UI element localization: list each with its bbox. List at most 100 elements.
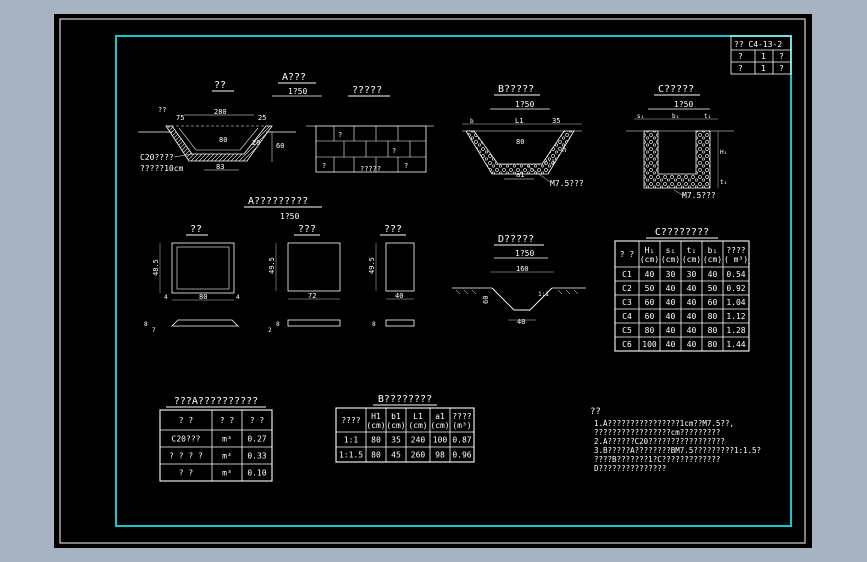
table_c-cell: C1 [622,270,632,279]
table_c-cell: 40 [666,284,676,293]
section-a-view: ?? A??? 1?50 280 75 25 ?? 80 20 60 83 C2… [138,72,322,173]
table-b: B????????????H1(cm)b1(cm)L1(cm)a1(cm)???… [335,394,475,463]
table_c-cell: 60 [708,298,718,307]
table_c-cell: C4 [622,312,632,321]
b-dim-a1: a1 [516,171,524,179]
section-b-view: B????? 1?50 b L1 35 80 a1 h ?:1 M7.5??? [462,84,584,188]
a-label-r: ?? [158,106,166,114]
table_b-header-1: H1 [371,412,381,421]
face-dim-4b: 4 [236,294,240,301]
b-dim-80: 80 [516,138,524,146]
table_c-cell: 1.04 [726,298,745,307]
table_c-cell: 40 [666,312,676,321]
b-slope: ?:1 [544,159,555,166]
c-mortar: M7.5??? [682,191,716,200]
b-mortar: M7.5??? [550,179,584,188]
table_a-cell: 0.10 [247,469,266,478]
table_b-header-2: b1 [391,412,401,421]
plan-view: ????? ? ? ? ? ????? [306,85,434,173]
table_b-cell: 0.87 [452,436,471,445]
table_a-cell: C20??? [172,435,201,444]
table_c-cell: 50 [645,284,655,293]
face-dim-485: 48.5 [152,259,160,276]
face-dim-8: 8 [144,321,148,328]
table_b-cell: 260 [411,451,426,460]
face-title: ?? [190,224,202,235]
table_a-header-1: ? ? [220,416,235,425]
table_b-header-unit-5: (m³) [452,421,471,430]
table_b-cell: 98 [435,451,445,460]
table-c: C????????? ?H₁(cm)s₁(cm)t₁(cm)b₁(cm)????… [614,227,750,352]
c-dim-s1: s₁ [637,113,644,120]
a-dim-60: 60 [276,142,284,150]
c-title: C????? [658,84,694,95]
drawing-code: ?? C4-13-2 [734,40,782,49]
b-dim-35: 35 [552,117,560,125]
section-d-view: D????? 1?50 160 60 1:1 40 [452,234,586,326]
d-slope: 1:1 [538,291,549,298]
table_c-title: C???????? [655,227,709,238]
a-dim-25: 25 [258,114,266,122]
side-dim-72: 72 [308,292,316,300]
side-dim-495: 49.5 [268,257,276,274]
table_c-cell: 40 [687,340,697,349]
table_c-header-0: ? ? [620,250,635,259]
d-scale: 1?50 [515,249,534,258]
a-scale: 1?50 [288,87,307,96]
side-title: ??? [298,224,316,235]
d-title: D????? [498,234,534,245]
b-dim-h: h [562,146,566,154]
table_c-cell: 60 [645,312,655,321]
table_c-cell: 40 [666,326,676,335]
plan-t1: ? [338,131,342,139]
table_c-cell: 40 [687,284,697,293]
table_b-cell: 100 [433,436,448,445]
c-dim-h1: H₁ [720,149,727,156]
c-dim-t1b: t₁ [720,179,727,186]
table_a-cell: m³ [222,469,232,478]
table_b-header-unit-1: (cm) [366,421,385,430]
table_c-cell: 40 [708,270,718,279]
side-dim-2: 2 [268,327,272,334]
notes-title: ?? [590,407,601,417]
table_c-cell: 40 [645,270,655,279]
drawing-sheet[interactable]: ?? C4-13-2 ? 1 ? ? 1 ? ?? A??? 1?50 280 … [54,14,812,548]
face-dim-80: 80 [199,293,207,301]
table_c-cell: 40 [666,340,676,349]
table_c-cell: 1.28 [726,326,745,335]
table_b-cell: 45 [391,451,401,460]
a-dim-75: 75 [176,114,184,122]
d-dim-60: 60 [482,296,490,304]
tb-r2c: ? [779,52,784,61]
table_b-cell: 80 [371,451,381,460]
face-dim-4a: 4 [164,294,168,301]
a-note-concrete: C20???? [140,153,174,162]
table_b-cell: 35 [391,436,401,445]
a-dim-280: 280 [214,108,227,116]
plan-t3: ? [322,162,326,170]
b-dim-b: b [470,118,474,125]
c-dim-t1: t₁ [704,113,711,120]
table_a-cell: m³ [222,435,232,444]
c-scale: 1?50 [674,100,693,109]
b-scale: 1?50 [515,100,534,109]
note-line-2: ?????????????????cm????????? [594,428,720,437]
table_c-cell: 60 [645,298,655,307]
table_c-cell: 40 [687,312,697,321]
table_a-cell: m³ [222,452,232,461]
table_c-cell: 80 [708,340,718,349]
table_c-cell: 30 [687,270,697,279]
note-line-4: 3.B?????A????????BM7.5?????????1:1.5? [594,446,761,455]
table_a-cell: 0.33 [247,452,266,461]
table_c-cell: 100 [642,340,657,349]
table_c-cell: C3 [622,298,632,307]
table_a-cell: ? ? ? ? [169,452,203,461]
d-dim-160: 160 [516,265,529,273]
view1-title: ?? [214,80,226,91]
table_c-cell: 0.92 [726,284,745,293]
table_c-cell: 80 [645,326,655,335]
a-note-gravel: ?????10cm [140,164,184,173]
table_c-header-5: ???? [726,246,745,255]
table_b-header-3: L1 [413,412,423,421]
table_c-cell: 80 [708,312,718,321]
